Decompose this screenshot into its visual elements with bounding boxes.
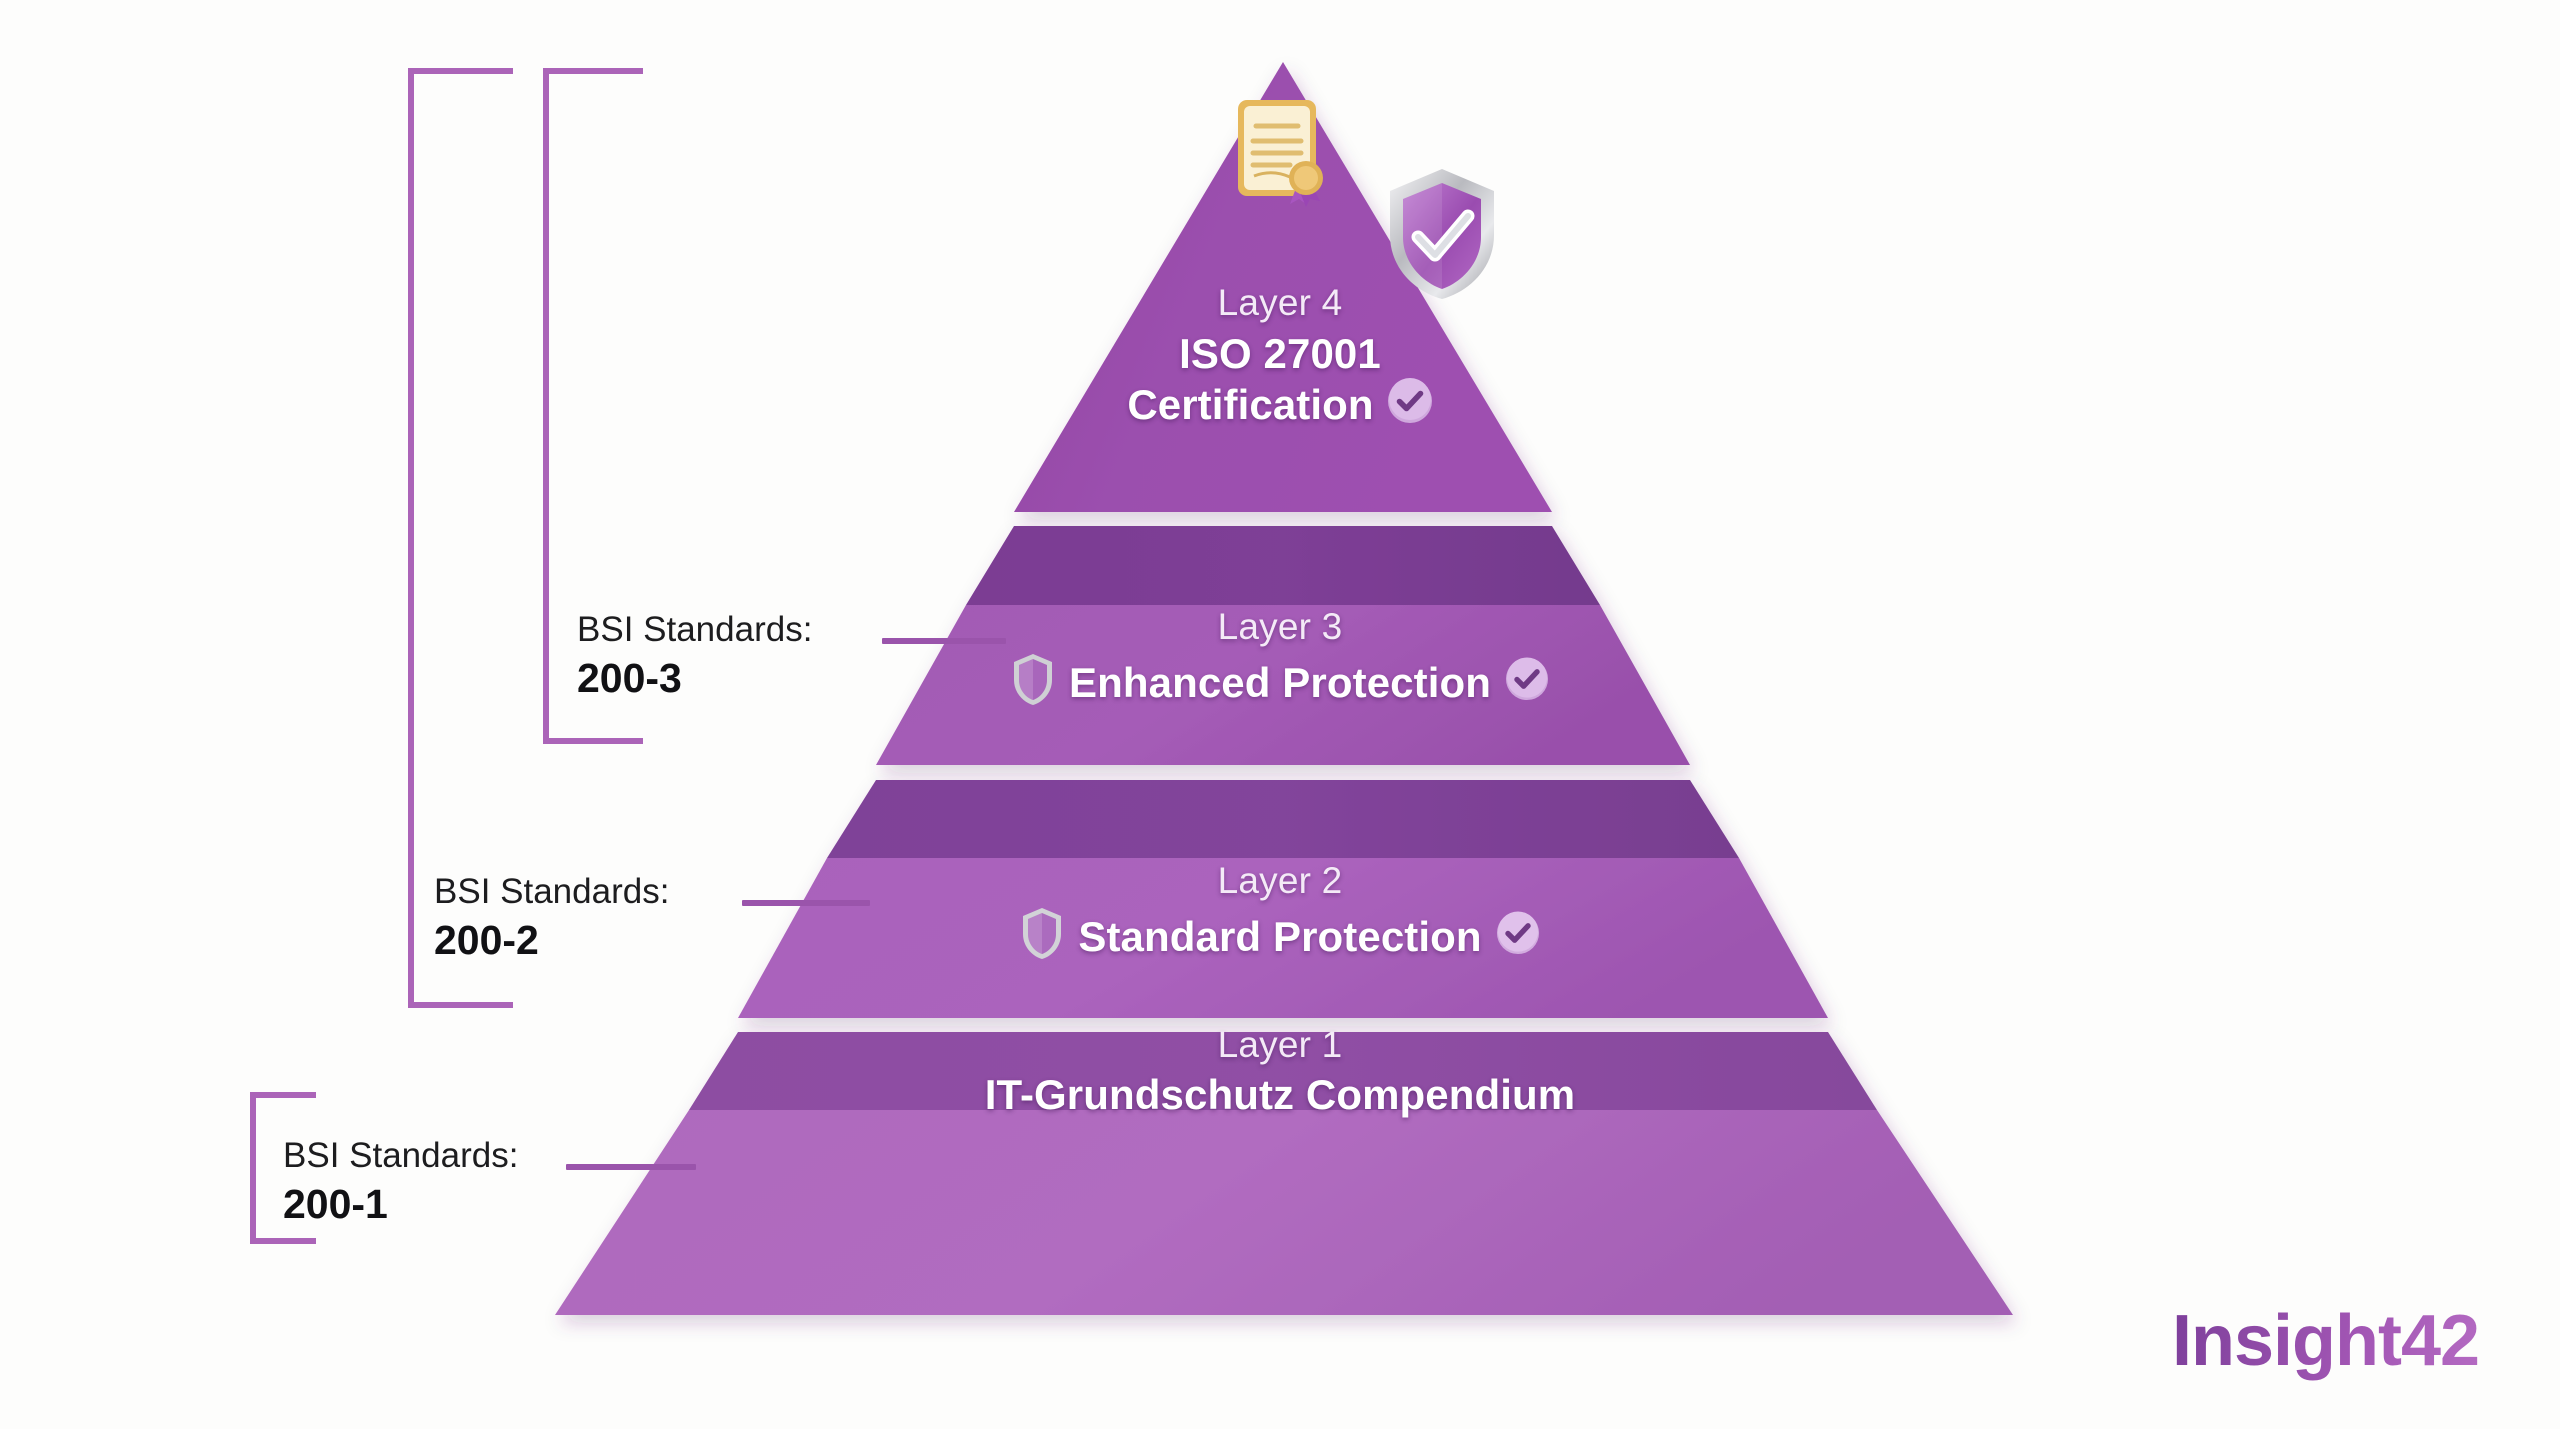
label-caption: BSI Standards: [434,872,670,911]
certificate-icon [1232,96,1328,213]
bracket-200-2 [408,68,513,1008]
label-caption: BSI Standards: [283,1136,519,1175]
connector-200-1 [566,1164,696,1170]
pyramid-layer-3[interactable] [876,526,1690,765]
shield-check-icon [1382,165,1502,310]
connector-200-2 [742,900,870,906]
label-bsi-200-2: BSI Standards: 200-2 [434,872,669,965]
label-bsi-200-3: BSI Standards: 200-3 [577,610,812,703]
label-code: 200-2 [434,917,539,964]
pyramid-layer-2[interactable] [738,780,1828,1018]
label-bsi-200-1: BSI Standards: 200-1 [283,1136,518,1229]
bracket-200-3 [543,68,643,744]
insight42-logo: Insight42 [2172,1301,2480,1381]
label-code: 200-1 [283,1181,388,1228]
label-code: 200-3 [577,655,682,702]
label-caption: BSI Standards: [577,610,813,649]
pyramid-layer-1[interactable] [555,1032,2013,1315]
bracket-200-1 [250,1092,316,1244]
connector-200-3 [882,638,1006,644]
